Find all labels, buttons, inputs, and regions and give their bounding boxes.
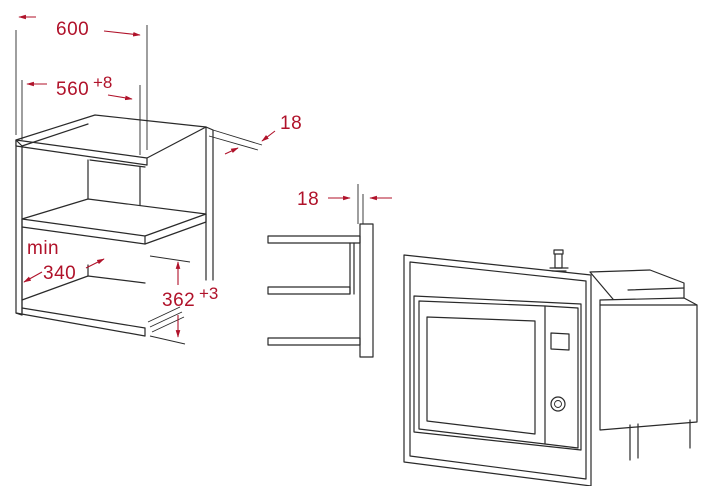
control-knob-icon <box>550 396 566 412</box>
niche-height-tolerance: +3 <box>199 284 218 303</box>
niche-width-tolerance: +8 <box>93 73 112 92</box>
side-section-drawing <box>267 184 374 358</box>
min-label: min <box>27 238 59 259</box>
dimension-340: min 340 <box>23 238 105 284</box>
dimension-18-side: 18 <box>297 189 392 210</box>
dimension-18-top: 18 <box>224 113 302 155</box>
min-depth-label: 340 <box>43 263 76 284</box>
cabinet-drawing <box>15 25 263 345</box>
cabinet-width-label: 600 <box>56 19 89 40</box>
microwave-drawing <box>403 249 698 486</box>
dimension-560: 560 +8 <box>26 73 133 101</box>
dimension-600: 600 <box>18 14 141 40</box>
niche-width-label: 560 <box>56 79 89 100</box>
panel-thickness-top-label: 18 <box>280 113 302 134</box>
dimension-362: 362 +3 <box>162 261 218 338</box>
niche-height-label: 362 <box>162 290 195 311</box>
panel-thickness-side-label: 18 <box>297 189 319 210</box>
